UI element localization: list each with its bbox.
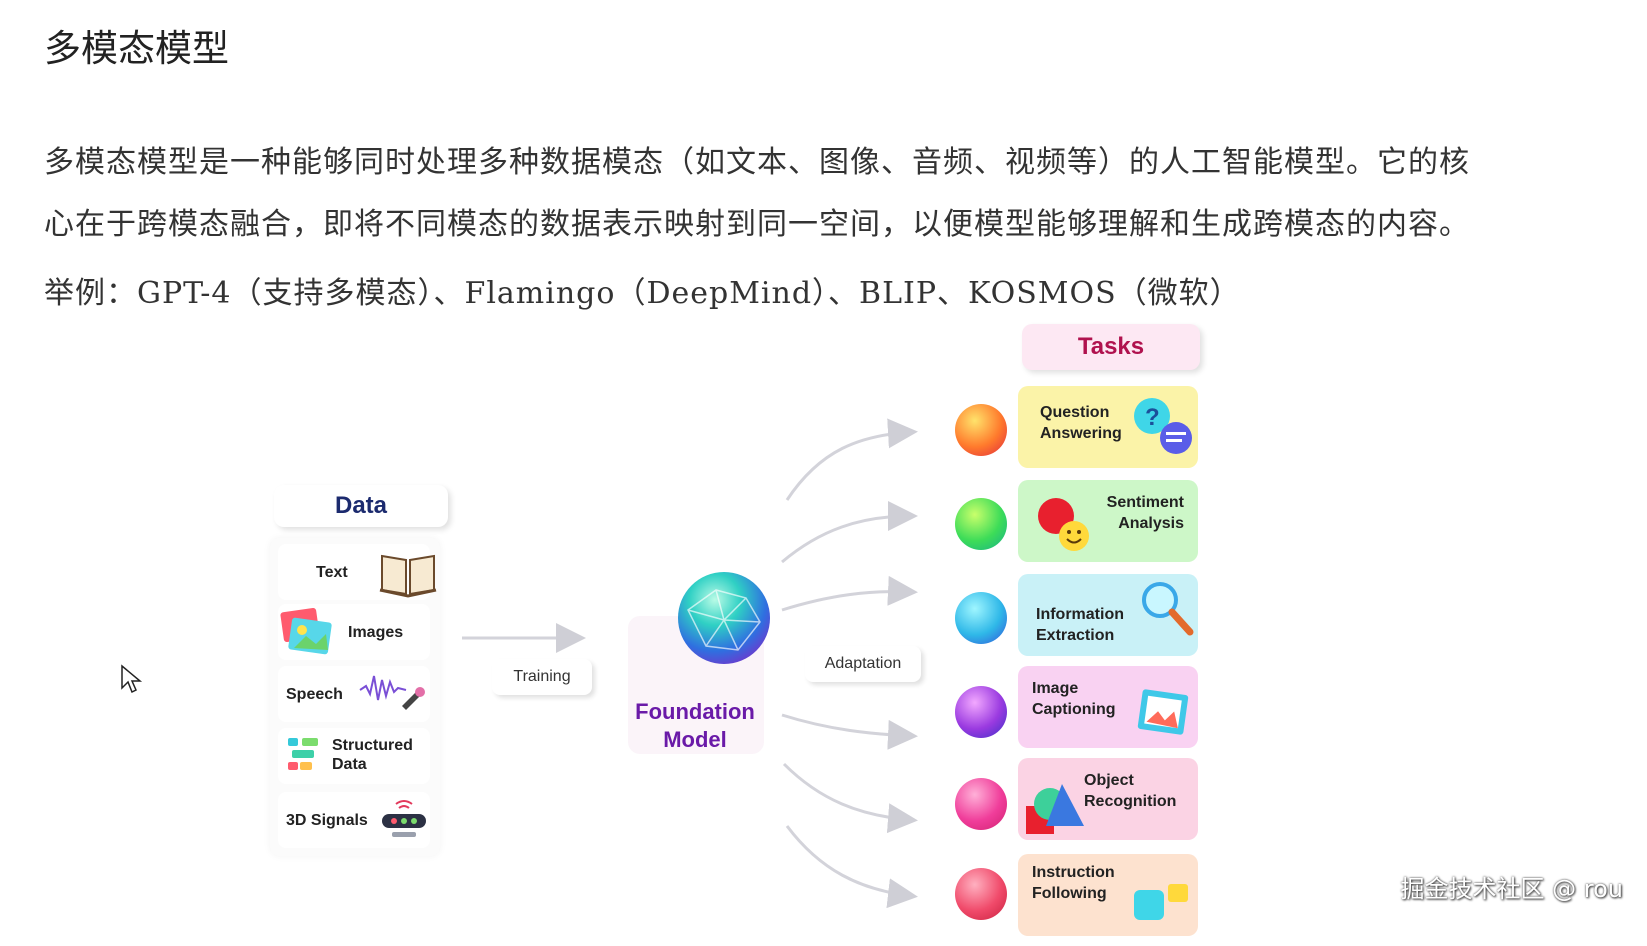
task-label-line-1: Image — [1032, 680, 1079, 697]
training-label: Training — [492, 659, 592, 695]
task-label-line-1: Sentiment — [1106, 494, 1184, 511]
data-header: Data — [274, 485, 448, 527]
adaptation-arrow-6 — [785, 825, 918, 909]
task-label: Information Extraction — [1036, 604, 1124, 646]
foundation-model-label: Foundation Model — [620, 698, 770, 754]
task-label-line-2: Analysis — [1118, 515, 1184, 532]
data-item-label: Text — [316, 564, 348, 581]
task-question-answering: Question Answering ? — [1018, 386, 1198, 468]
task-instruction-following: Instruction Following — [1018, 854, 1198, 936]
task-label-line-1: Question — [1040, 404, 1110, 421]
foundation-label-line-1: Foundation — [635, 699, 755, 724]
data-item-images: Images — [278, 604, 430, 660]
tasks-header: Tasks — [1022, 324, 1200, 370]
structured-data-icon — [288, 738, 318, 770]
intro-paragraph-line-2: 心在于跨模态融合，即将不同模态的数据表示映射到同一空间，以便模型能够理解和生成跨… — [44, 207, 1470, 242]
task-orb-1 — [955, 404, 1007, 456]
adaptation-arrow-4 — [781, 713, 918, 750]
intro-paragraph-line-1: 多模态模型是一种能够同时处理多种数据模态（如文本、图像、音频、视频等）的人工智能… — [44, 145, 1470, 180]
task-label-line-2: Following — [1032, 885, 1107, 902]
foundation-label-line-2: Model — [663, 727, 727, 752]
task-orb-5 — [955, 778, 1007, 830]
foundation-model-diagram: Data Text Images Speech — [0, 320, 1647, 946]
task-image-captioning: Image Captioning — [1018, 666, 1198, 748]
question-bubble-icon: ? — [1134, 398, 1192, 454]
photo-icon — [280, 608, 332, 655]
data-item-structured-data: Structured Data — [278, 728, 430, 784]
task-label: Question Answering — [1040, 402, 1122, 444]
task-label-line-1: Object — [1084, 772, 1134, 789]
task-label-line-2: Captioning — [1032, 701, 1116, 718]
task-label: Image Captioning — [1032, 678, 1116, 720]
task-label-line-2: Recognition — [1084, 793, 1177, 810]
task-label-line-2: Extraction — [1036, 627, 1115, 644]
task-label: Object Recognition — [1084, 770, 1176, 812]
examples-line: 举例：GPT-4（支持多模态）、Flamingo（DeepMind）、BLIP、… — [44, 276, 1241, 311]
robot-icon — [1134, 884, 1188, 920]
watermark: 掘金技术社区 @ rou — [1400, 875, 1624, 903]
emoji-icon — [1038, 498, 1089, 551]
task-orb-2 — [955, 498, 1007, 550]
task-label-line-1: Information — [1036, 606, 1124, 623]
task-orb-3 — [955, 592, 1007, 644]
task-object-recognition: Object Recognition — [1018, 758, 1198, 840]
task-label: Instruction Following — [1032, 862, 1115, 904]
adaptation-label: Adaptation — [805, 646, 921, 682]
task-label-line-1: Instruction — [1032, 864, 1115, 881]
data-item-label: 3D Signals — [286, 812, 368, 829]
sound-wave-icon — [359, 675, 425, 710]
data-item-text: Text — [278, 544, 437, 600]
page-title: 多模态模型 — [44, 27, 229, 70]
data-item-label: Structured Data — [332, 737, 413, 773]
data-item-speech: Speech — [278, 666, 430, 722]
task-orb-6 — [955, 868, 1007, 920]
adaptation-arrow-1 — [785, 418, 918, 501]
adaptation-arrow-3 — [781, 575, 918, 612]
task-orb-4 — [955, 686, 1007, 738]
data-item-3d-signals: 3D Signals — [278, 792, 430, 848]
mouse-cursor-icon — [121, 664, 143, 694]
svg-text:?: ? — [1145, 404, 1160, 431]
task-information-extraction: Information Extraction — [1018, 574, 1198, 656]
task-label: Sentiment Analysis — [1094, 492, 1184, 534]
data-item-label: Images — [348, 624, 404, 641]
task-sentiment-analysis: Sentiment Analysis — [1018, 480, 1198, 562]
adaptation-arrow-2 — [781, 501, 918, 564]
shapes-icon — [1026, 784, 1084, 834]
picture-icon — [1137, 689, 1189, 735]
task-label-line-2: Answering — [1040, 425, 1122, 442]
data-panel: Text Images Speech — [270, 538, 440, 856]
book-icon — [379, 554, 437, 598]
adaptation-arrow-5 — [782, 762, 918, 834]
data-item-label: Speech — [286, 686, 343, 703]
magnifier-icon — [1142, 582, 1194, 636]
diagram-arrows — [462, 418, 918, 909]
foundation-globe-icon — [678, 572, 770, 664]
sensor-icon — [382, 800, 426, 837]
